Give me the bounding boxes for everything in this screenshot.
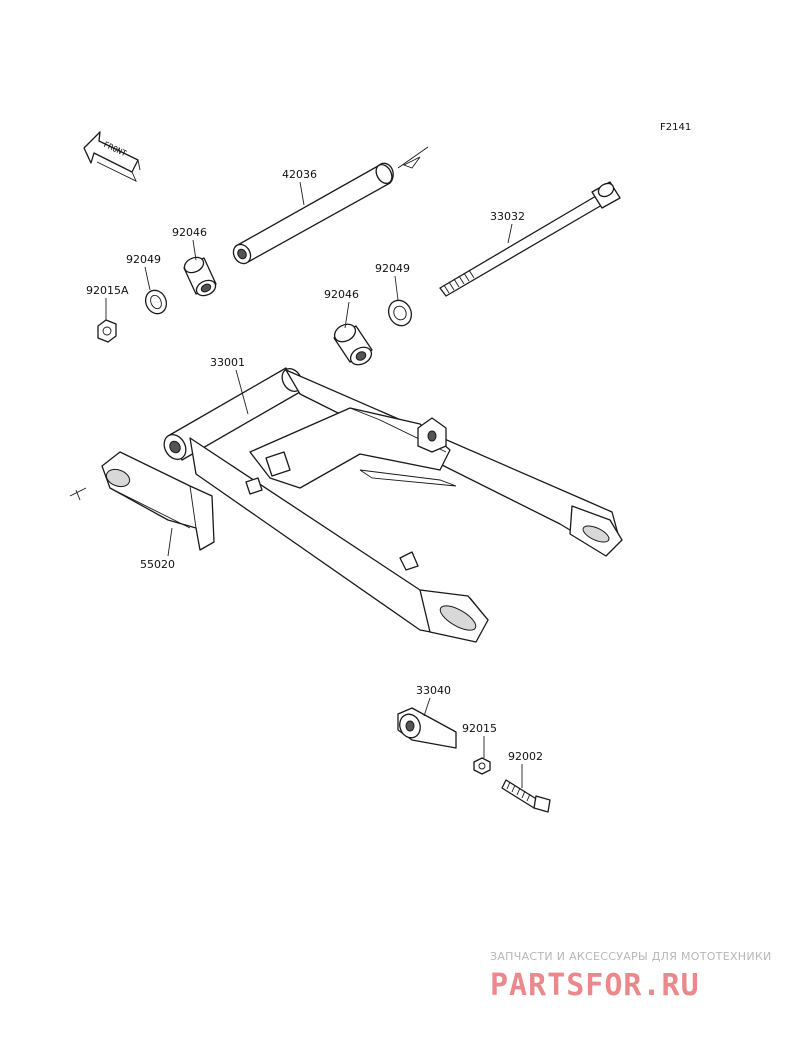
part-92002-adjusting-bolt xyxy=(501,779,551,813)
part-55020-chain-guard xyxy=(69,451,215,551)
part-label-55020: 55020 xyxy=(140,558,175,571)
part-92046-needle-bearing-upper xyxy=(183,256,217,297)
part-33032-pivot-bolt xyxy=(439,181,621,297)
watermark-tagline: ЗАПЧАСТИ И АКСЕССУАРЫ ДЛЯ МОТОТЕХНИКИ xyxy=(490,950,772,963)
part-label-92015: 92015 xyxy=(462,722,497,735)
part-label-92049-upper: 92049 xyxy=(126,253,161,266)
figure-code: F2141 xyxy=(660,122,691,133)
part-92049-oil-seal-upper xyxy=(144,289,168,315)
part-92015-nut xyxy=(473,757,491,775)
part-label-92046-lower: 92046 xyxy=(324,288,359,301)
part-92015A-nut xyxy=(97,319,117,343)
part-label-42036: 42036 xyxy=(282,168,317,181)
part-92046-needle-bearing-lower xyxy=(333,323,373,366)
watermark: ЗАПЧАСТИ И АКСЕССУАРЫ ДЛЯ МОТОТЕХНИКИ PA… xyxy=(490,950,772,1003)
watermark-logo: PARTSFOR.RU xyxy=(490,968,700,1003)
part-label-92046-upper: 92046 xyxy=(172,226,207,239)
part-label-92049-right: 92049 xyxy=(375,262,410,275)
part-33001-swingarm xyxy=(163,367,623,643)
part-label-33040: 33040 xyxy=(416,684,451,697)
part-label-92015A: 92015A xyxy=(86,284,129,297)
part-92049-oil-seal-right xyxy=(387,299,413,327)
part-label-92002: 92002 xyxy=(508,750,543,763)
front-arrow-icon: FRONT xyxy=(83,131,141,182)
part-42036-collar xyxy=(232,146,429,265)
part-label-33032: 33032 xyxy=(490,210,525,223)
part-33040-chain-adjuster xyxy=(397,707,457,749)
part-label-33001: 33001 xyxy=(210,356,245,369)
